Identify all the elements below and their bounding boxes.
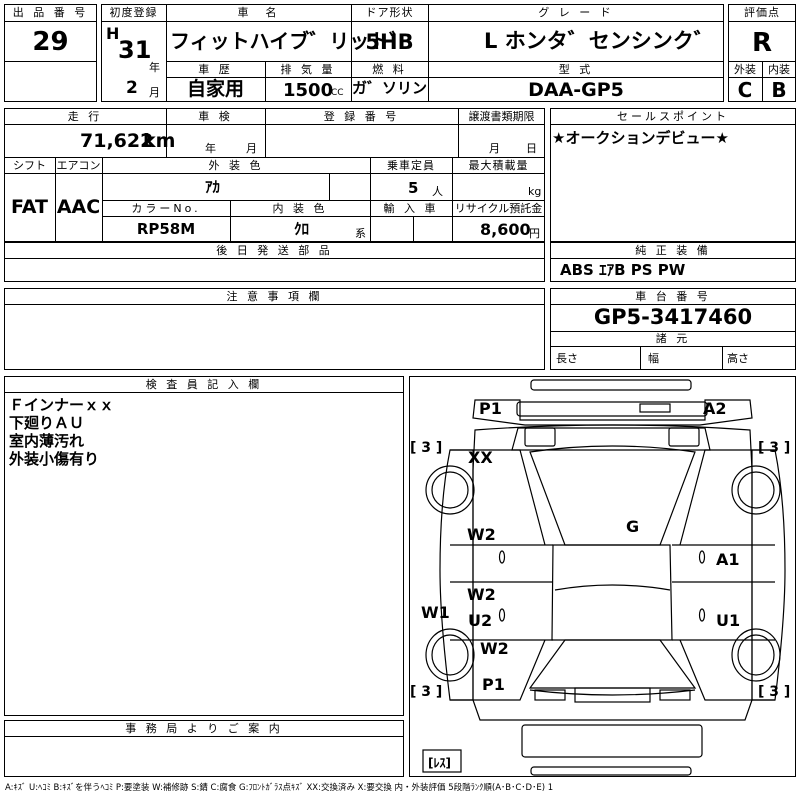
mark-p1-rear: P1 <box>482 675 505 694</box>
transfer-label: 譲渡書類期限 <box>468 110 535 123</box>
year-value: 31 <box>118 36 152 64</box>
door-value: 5HB <box>365 30 414 54</box>
max-load-label: 最大積載量 <box>468 159 529 172</box>
score-label: 評価点 <box>744 6 780 19</box>
month-value: 2 <box>126 78 138 98</box>
notes-label: 注 意 事 項 欄 <box>226 290 323 303</box>
person-unit: 人 <box>432 185 443 198</box>
era-value: H <box>106 24 120 43</box>
inspector-note-line: 下廻りＡＵ <box>9 414 85 432</box>
spare-tire: [ﾚｽ] <box>428 756 451 770</box>
recycle-label: リサイクル預託金 <box>454 202 543 215</box>
model-label: 型 式 <box>558 63 594 76</box>
mark-w2-rear-left: W2 <box>467 585 496 604</box>
yen-unit: 円 <box>529 227 540 240</box>
color-no-value: RP58M <box>136 220 196 238</box>
tire-front-left: [ 3 ] <box>410 440 443 456</box>
reg-no-label: 登 録 番 号 <box>323 110 400 123</box>
inspector-note-line: 外装小傷有り <box>9 450 100 468</box>
tire-front-right: [ 3 ] <box>758 440 791 456</box>
later-parts-label: 後 日 発 送 部 品 <box>216 244 333 257</box>
capacity-value: 5 <box>408 179 419 197</box>
dims-label: 諸 元 <box>655 332 691 345</box>
mileage-value: 71,622 <box>80 130 154 152</box>
tire-rear-left: [ 3 ] <box>410 684 443 700</box>
month-unit: 月 <box>149 86 160 99</box>
color-no-label: カラーNo. <box>131 202 201 215</box>
inspection-label: 車 検 <box>198 110 233 123</box>
kg-unit: kg <box>528 185 542 198</box>
km-unit: km <box>143 130 176 152</box>
sales-point-label: セールスポイント <box>617 110 729 123</box>
inspector-note-line: 室内薄汚れ <box>9 432 85 450</box>
width-label: 幅 <box>648 352 659 365</box>
transfer-month-unit: 月 <box>489 142 500 155</box>
interior-label: 内装 <box>768 63 790 76</box>
mark-w1: W1 <box>421 603 450 622</box>
recycle-value: 8,600 <box>480 220 531 239</box>
transfer-day-unit: 日 <box>526 142 537 155</box>
mark-a1: A1 <box>716 550 740 569</box>
sales-point-value: ★オークションデビュー★ <box>552 129 729 147</box>
ext-color-value: ｱｶ <box>205 178 221 196</box>
ac-label: エアコン <box>56 159 101 172</box>
grade-value: L ホンタ゛センシンク゛ <box>484 29 715 53</box>
fuel-label: 燃 料 <box>372 63 407 76</box>
mark-w2-front-left: W2 <box>467 525 496 544</box>
height-label: 高さ <box>727 352 749 365</box>
ac-value: AAC <box>56 196 101 218</box>
lot-no-value: 29 <box>32 27 69 57</box>
kei-unit: 系 <box>355 227 366 240</box>
inspection-month-unit: 月 <box>246 142 257 155</box>
inspector-notes: Ｆインナーｘｘ 下廻りＡＵ 室内薄汚れ 外装小傷有り <box>9 396 114 468</box>
mark-u2: U2 <box>468 611 493 630</box>
displacement-value: 1500 <box>283 80 334 101</box>
length-label: 長さ <box>556 352 578 365</box>
mark-xx: XX <box>468 448 493 467</box>
door-label: ドア形状 <box>365 6 414 19</box>
ext-color-label: 外 装 色 <box>208 159 264 172</box>
inspector-note-line: Ｆインナーｘｘ <box>9 396 115 414</box>
grade-label: グ レ ー ド <box>538 6 614 19</box>
car-name-label: 車 名 <box>237 6 280 19</box>
shift-label: シフト <box>13 159 46 172</box>
year-unit: 年 <box>149 61 160 74</box>
inspector-label: 検 査 員 記 入 欄 <box>145 378 263 391</box>
cc-unit: CC <box>331 88 344 98</box>
office-label: 事 務 局 よ り ご 案 内 <box>125 722 283 735</box>
car-name-value: フィットハイブ゛リット゛ <box>170 29 410 53</box>
displacement-label: 排 気 量 <box>280 63 336 76</box>
int-color-label: 内 装 色 <box>272 202 328 215</box>
chassis-value: GP5-3417460 <box>593 305 753 329</box>
import-label: 輸 入 車 <box>383 202 439 215</box>
fuel-value: ガ゛ソリン <box>351 79 427 97</box>
legend: A:ｷｽﾞ U:ﾍｺﾐ B:ｷｽﾞを伴うﾍｺﾐ P:要塗装 W:補修跡 S:錆 … <box>5 783 554 793</box>
history-value: 自家用 <box>186 78 244 100</box>
mark-p1-front: P1 <box>479 399 502 418</box>
lot-no-label: 出 品 番 号 <box>12 6 89 19</box>
model-value: DAA-GP5 <box>528 79 624 101</box>
chassis-label: 車 台 番 号 <box>635 290 711 303</box>
mark-a2: A2 <box>703 399 727 418</box>
mark-u1: U1 <box>716 611 741 630</box>
tire-rear-right: [ 3 ] <box>758 684 791 700</box>
history-label: 車 歴 <box>198 63 233 76</box>
score-value: R <box>751 28 773 58</box>
exterior-score-value: C <box>737 78 753 102</box>
first-reg-label: 初度登録 <box>109 6 158 19</box>
genuine-label: 純 正 装 備 <box>635 244 711 257</box>
genuine-value: ABS ｴｱB PS PW <box>560 261 686 279</box>
capacity-label: 乗車定員 <box>387 159 435 172</box>
inspection-year-unit: 年 <box>205 142 216 155</box>
interior-score-value: B <box>771 78 787 102</box>
mileage-label: 走 行 <box>67 110 103 123</box>
mark-w2-quarter: W2 <box>480 639 509 658</box>
exterior-label: 外装 <box>734 63 756 76</box>
mark-g: G <box>626 517 640 536</box>
int-color-value: ｸﾛ <box>294 220 310 238</box>
shift-value: FAT <box>11 196 48 218</box>
